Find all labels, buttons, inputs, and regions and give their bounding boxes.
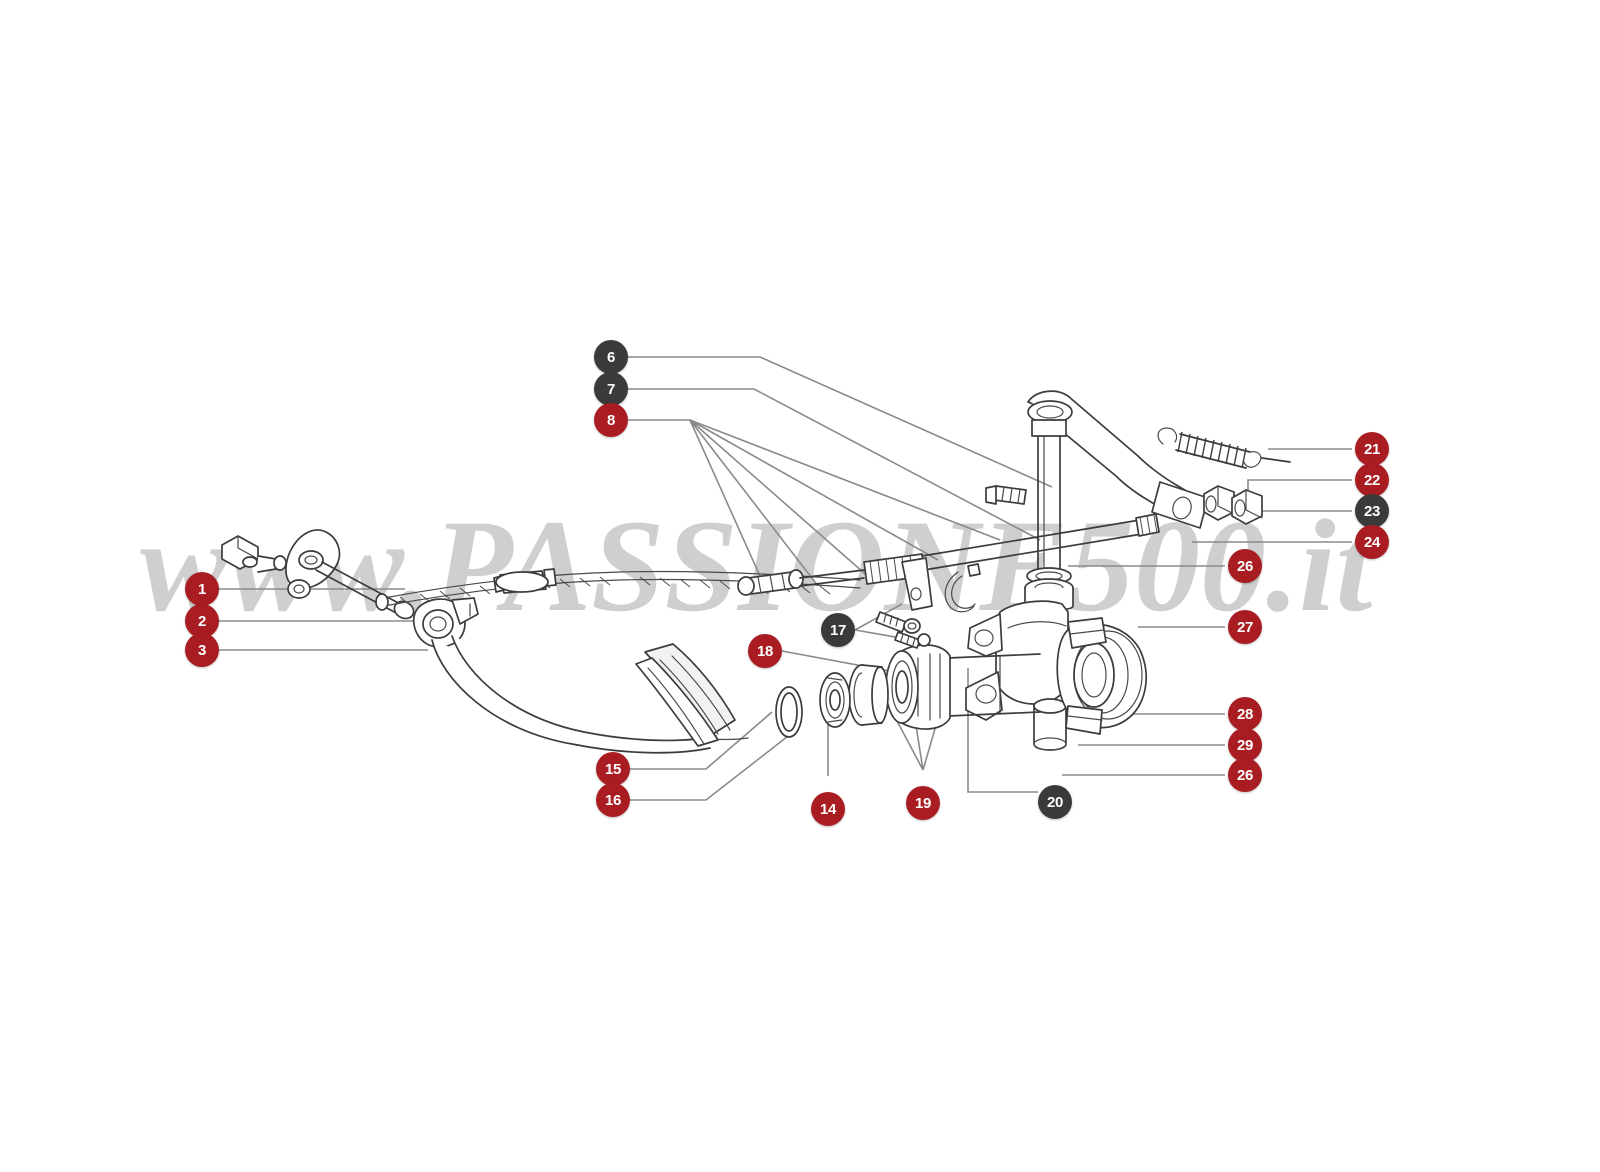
return-spring — [1157, 427, 1291, 469]
callout-badge-21[interactable]: 21 — [1355, 432, 1389, 466]
pedal-pad — [635, 643, 736, 747]
callout-badge-7[interactable]: 7 — [594, 372, 628, 406]
steering-knuckle-assembly — [965, 390, 1209, 751]
brake-cable-assembly — [375, 485, 1160, 634]
hub-bearing-stack — [775, 631, 1041, 738]
callout-badge-15[interactable]: 15 — [596, 752, 630, 786]
callout-badge-19[interactable]: 19 — [906, 786, 940, 820]
callout-badge-29[interactable]: 29 — [1228, 728, 1262, 762]
callout-badge-27[interactable]: 27 — [1228, 610, 1262, 644]
callout-badge-6[interactable]: 6 — [594, 340, 628, 374]
callout-badge-20[interactable]: 20 — [1038, 785, 1072, 819]
pedal-lever-bracket-assembly — [221, 529, 749, 754]
callout-badge-2[interactable]: 2 — [185, 604, 219, 638]
nut-and-bushing — [1203, 485, 1263, 525]
callout-badge-28[interactable]: 28 — [1228, 697, 1262, 731]
callout-badge-1[interactable]: 1 — [185, 572, 219, 606]
callout-badge-17[interactable]: 17 — [821, 613, 855, 647]
callout-badge-22[interactable]: 22 — [1355, 463, 1389, 497]
callout-badge-26-upper[interactable]: 26 — [1228, 549, 1262, 583]
callout-badge-8[interactable]: 8 — [594, 403, 628, 437]
callout-badge-14[interactable]: 14 — [811, 792, 845, 826]
callout-badge-26-lower[interactable]: 26 — [1228, 758, 1262, 792]
callout-badge-24[interactable]: 24 — [1355, 525, 1389, 559]
callout-badge-16[interactable]: 16 — [596, 783, 630, 817]
callout-badge-23[interactable]: 23 — [1355, 494, 1389, 528]
callout-badge-18[interactable]: 18 — [748, 634, 782, 668]
callout-badge-3[interactable]: 3 — [185, 633, 219, 667]
